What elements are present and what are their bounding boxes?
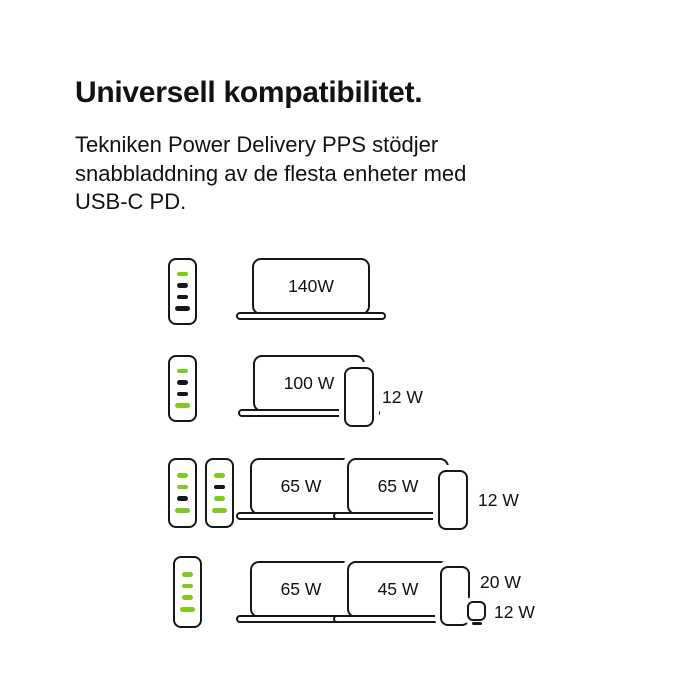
phone-wattage-label: 12 W: [382, 387, 423, 407]
charger-port-1: [177, 368, 188, 374]
charger-port-2: [182, 583, 193, 589]
laptop-screen: 65 W: [347, 458, 449, 515]
charger-port-2: [214, 484, 225, 490]
laptop-screen: 65 W: [250, 458, 352, 515]
description-line-2: snabbladdning av de flesta enheter med: [75, 160, 467, 186]
watch-wattage-label: 12 W: [494, 602, 535, 622]
charger-port-1: [182, 572, 193, 577]
charger-port-3: [214, 496, 225, 501]
charger-port-3: [177, 496, 188, 501]
description-line-3: USB-C PD.: [75, 189, 187, 214]
charger-icon-a: [168, 458, 197, 528]
charger-port-3: [177, 391, 188, 397]
charger-port-4: [212, 507, 227, 513]
charger-port-3: [177, 294, 188, 300]
laptop-wattage-label: 100 W: [283, 373, 335, 393]
charger-port-1: [177, 271, 188, 277]
charger-port-2: [177, 484, 188, 490]
watch-strap-bottom: [471, 622, 482, 625]
charger-port-4: [175, 403, 190, 409]
laptop-wattage-label: 140W: [288, 276, 334, 296]
phone-icon: [440, 566, 470, 626]
laptop-wattage-label: 65 W: [280, 579, 322, 599]
charger-port-4: [180, 606, 195, 612]
phone-wattage-label: 12 W: [478, 490, 519, 510]
charger-port-4: [175, 306, 190, 312]
laptop-screen: 45 W: [347, 561, 449, 618]
charger-port-2: [177, 380, 188, 385]
laptop-icon-2: 65 W: [333, 458, 463, 520]
laptop-icon-1: 65 W: [236, 458, 366, 520]
watch-body: [467, 601, 486, 621]
laptop-base: [238, 409, 380, 417]
phone-icon: [344, 367, 374, 427]
page-description: Tekniken Power Delivery PPS stödjer snab…: [75, 131, 466, 217]
laptop-base: [236, 312, 386, 320]
phone-icon: [438, 470, 468, 530]
charger-icon: [173, 556, 202, 628]
charger-icon: [168, 258, 197, 325]
charger-port-1: [214, 473, 225, 478]
charger-port-1: [177, 473, 188, 478]
page-title: Universell kompatibilitet.: [75, 76, 423, 109]
laptop-wattage-label: 65 W: [377, 476, 419, 496]
charger-icon: [168, 355, 197, 422]
laptop-icon-1: 65 W: [236, 561, 366, 623]
laptop-screen: 65 W: [250, 561, 352, 618]
charger-port-3: [182, 595, 193, 600]
laptop-icon-2: 45 W: [333, 561, 463, 623]
watch-strap-top: [471, 597, 482, 600]
laptop-wattage-label: 45 W: [377, 579, 419, 599]
laptop-wattage-label: 65 W: [280, 476, 322, 496]
charger-port-2: [177, 283, 188, 288]
watch-icon: [467, 597, 486, 625]
laptop-screen: 140W: [252, 258, 370, 315]
charger-port-4: [175, 507, 190, 513]
phone-wattage-label: 20 W: [480, 572, 521, 592]
laptop-icon: 140W: [236, 258, 386, 320]
charger-icon-b: [205, 458, 234, 528]
description-line-1: Tekniken Power Delivery PPS stödjer: [75, 132, 439, 157]
